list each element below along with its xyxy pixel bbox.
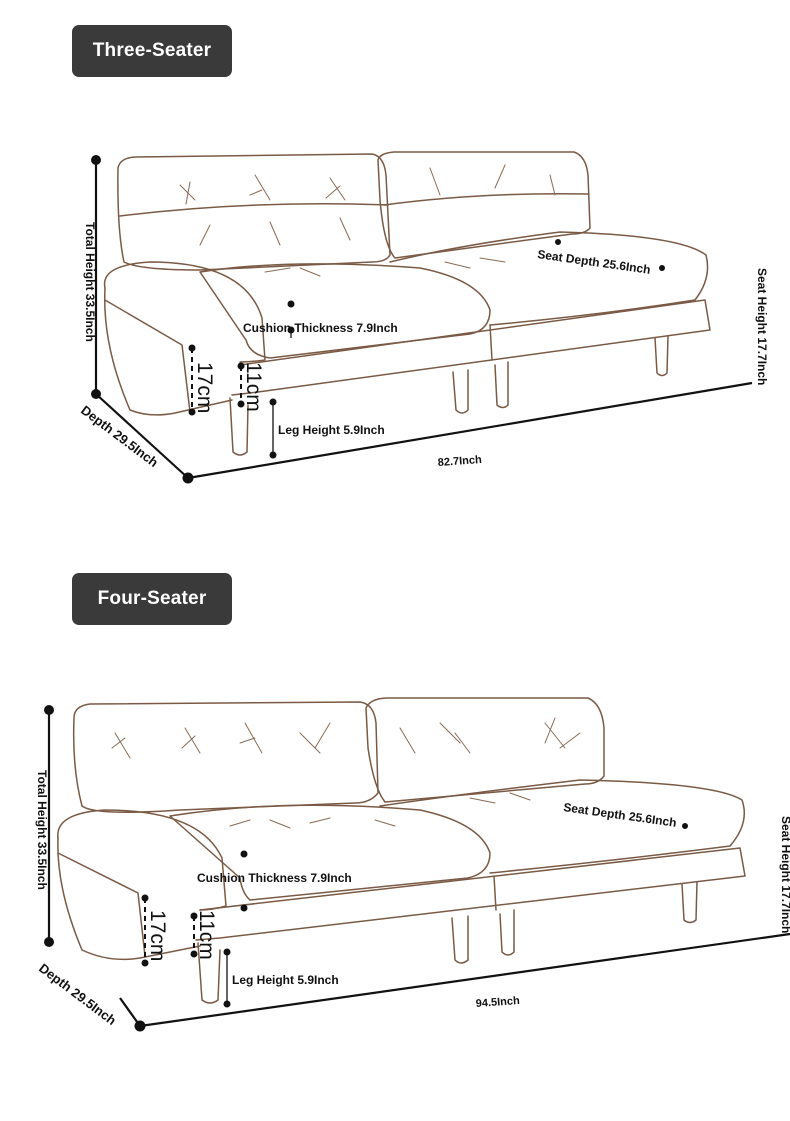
three-seater-seat-depth-label: Seat Depth 25.6Inch bbox=[537, 247, 652, 277]
three-seater-title-badge: Three-Seater bbox=[72, 25, 232, 77]
four-seater-leg-height-label: Leg Height 5.9Inch bbox=[232, 973, 339, 987]
three-seater-seat-height-label: Seat Height 17.7Inch bbox=[755, 268, 769, 385]
three-seater-arm-height-label: 17cm bbox=[193, 362, 216, 413]
four-seater-section: Four-Seater bbox=[0, 548, 790, 1108]
three-seater-depth-label: Depth 29.5Inch bbox=[78, 402, 161, 470]
four-seater-total-height-label: Total Height 33.5Inch bbox=[35, 770, 49, 890]
three-seater-cushion-thickness-label: Cushion Thickness 7.9Inch bbox=[243, 321, 398, 335]
four-seater-seat-depth-label: Seat Depth 25.6Inch bbox=[563, 800, 678, 830]
four-seater-dimension-lines bbox=[44, 705, 790, 1032]
four-seater-cushion-thickness-label: Cushion Thickness 7.9Inch bbox=[197, 871, 352, 885]
three-seater-width-label: 82.7Inch bbox=[437, 454, 482, 469]
three-seater-section: Three-Seater bbox=[0, 0, 790, 545]
four-seater-diagram: Total Height 33.5Inch Seat Depth 25.6Inc… bbox=[35, 697, 790, 1032]
three-seater-seat-to-base-label: 11cm bbox=[242, 362, 265, 412]
three-seater-diagram: Total Height 33.5Inch Seat Depth 25.6Inc… bbox=[78, 151, 769, 484]
three-seater-sofa-drawing bbox=[103, 151, 711, 456]
three-seater-dimension-lines bbox=[91, 155, 753, 484]
three-seater-total-height-label: Total Height 33.5Inch bbox=[83, 222, 97, 342]
four-seater-title-badge: Four-Seater bbox=[72, 573, 232, 625]
four-seater-arm-height-label: 17cm bbox=[146, 910, 169, 961]
three-seater-leg-height-label: Leg Height 5.9Inch bbox=[278, 423, 385, 437]
four-seater-width-label: 94.5Inch bbox=[475, 995, 520, 1010]
four-seater-depth-label: Depth 29.5Inch bbox=[36, 960, 119, 1028]
four-seater-seat-height-label: Seat Height 17.7Inch bbox=[779, 816, 790, 933]
four-seater-seat-to-base-label: 11cm bbox=[195, 910, 218, 960]
four-seater-sofa-drawing bbox=[57, 697, 746, 1004]
